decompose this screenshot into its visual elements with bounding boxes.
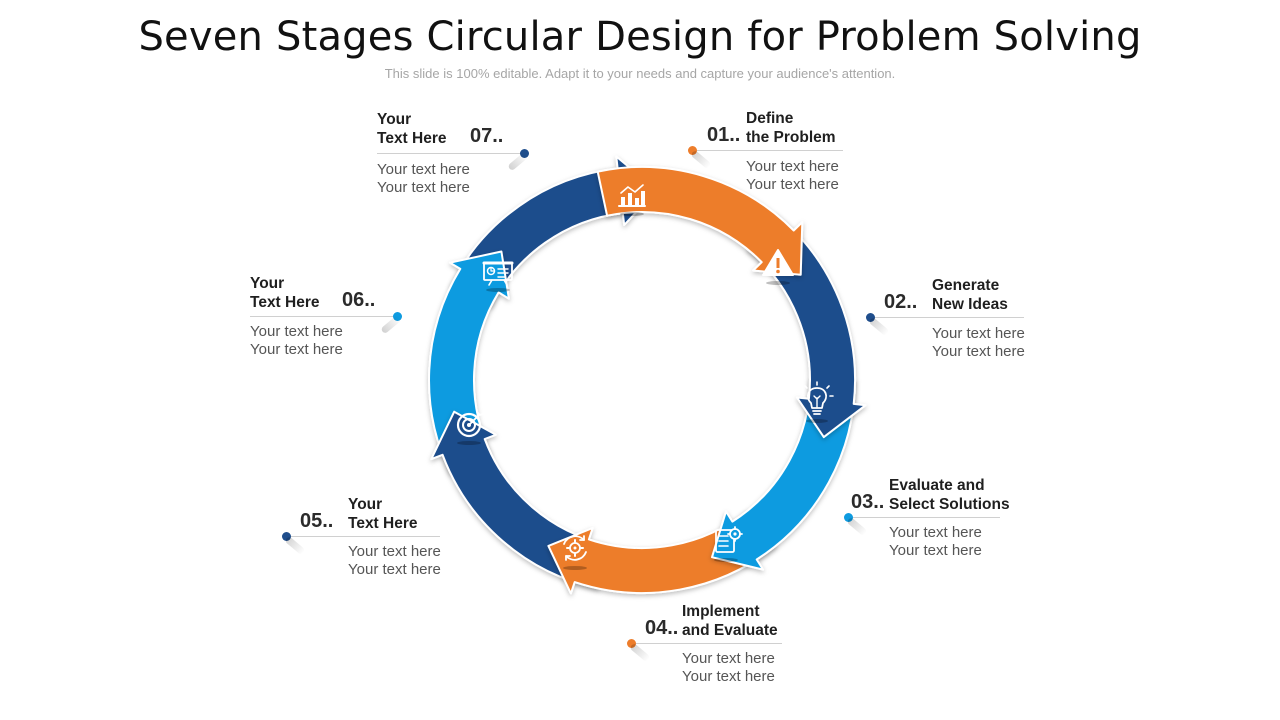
presentation-board-icon	[482, 261, 514, 292]
stage-04-divider	[634, 643, 782, 644]
stage-05-text-line-1: Your text here	[348, 543, 441, 560]
stage-06-arrow-segment	[428, 250, 510, 475]
stage-03-label: Evaluate and Select Solutions Your text …	[889, 476, 1059, 566]
page-title: Seven Stages Circular Design for Problem…	[138, 14, 1142, 60]
checklist-gear-icon	[714, 526, 743, 562]
stage-04-text-line-1: Your text here	[682, 650, 775, 667]
stage-01-label: Define the Problem Your text here Your t…	[746, 109, 916, 199]
stage-06-number: 06..	[342, 289, 376, 311]
stage-02-divider	[874, 317, 1024, 318]
stage-05-label: Your Text Here Your text here Your text …	[348, 495, 518, 585]
target-icon	[456, 411, 484, 445]
stage-06-title-line-2: Text Here	[250, 294, 320, 311]
stage-01-title-line-2: the Problem	[746, 129, 836, 146]
stage-06-text-line-1: Your text here	[250, 323, 343, 340]
stage-04-title-line-2: and Evaluate	[682, 622, 778, 639]
stage-02-dot	[866, 313, 875, 322]
stage-06-label: Your Text Here 06.. Your text here Your …	[250, 274, 420, 364]
stage-02-title-line-1: Generate	[932, 277, 1000, 294]
stage-03-title-line-2: Select Solutions	[889, 496, 1010, 513]
stage-07-label: Your Text Here 07.. Your text here Your …	[377, 110, 547, 200]
stage-01-title-line-1: Define	[746, 110, 794, 127]
stage-05-dot	[282, 532, 291, 541]
stage-02-number: 02..	[884, 291, 918, 313]
stage-07-text-line-2: Your text here	[377, 179, 470, 196]
stage-06-divider	[250, 316, 394, 317]
page-subtitle: This slide is 100% editable. Adapt it to…	[384, 66, 896, 81]
stage-02-label: Generate New Ideas Your text here Your t…	[932, 276, 1102, 366]
stage-05-text-line-2: Your text here	[348, 561, 441, 578]
stage-03-divider	[850, 517, 1000, 518]
stage-05-number: 05..	[300, 510, 334, 532]
stage-03-title-line-1: Evaluate and	[889, 477, 985, 494]
stage-03-number: 03..	[851, 491, 885, 513]
stage-07-dot	[520, 149, 529, 158]
stage-01-divider	[697, 150, 843, 151]
stage-02-text-line-1: Your text here	[932, 325, 1025, 342]
stage-01-text-line-2: Your text here	[746, 176, 839, 193]
stage-01-text-line-1: Your text here	[746, 158, 839, 175]
stage-03-text-line-2: Your text here	[889, 542, 982, 559]
stage-05-title-line-1: Your	[348, 496, 383, 513]
stage-07-title-line-2: Text Here	[377, 130, 447, 147]
stage-04-text-line-2: Your text here	[682, 668, 775, 685]
stage-04-number: 04..	[645, 617, 679, 639]
warning-icon	[762, 249, 794, 285]
stage-07-divider	[377, 153, 521, 154]
stage-02-title-line-2: New Ideas	[932, 296, 1008, 313]
stage-06-text-line-2: Your text here	[250, 341, 343, 358]
stage-07-title-line-1: Your	[377, 111, 412, 128]
stage-01-dot	[688, 146, 697, 155]
stage-03-dot	[844, 513, 853, 522]
stage-04-dot	[627, 639, 636, 648]
stage-06-dot	[393, 312, 402, 321]
stage-02-text-line-2: Your text here	[932, 343, 1025, 360]
gear-refresh-icon	[563, 535, 587, 570]
stage-01-number: 01..	[707, 124, 741, 146]
stage-07-number: 07..	[470, 125, 504, 147]
stage-04-label: Implement and Evaluate Your text here Yo…	[682, 602, 852, 692]
stage-04-title-line-1: Implement	[682, 603, 760, 620]
bar-chart-icon	[618, 184, 646, 216]
lightbulb-icon	[800, 381, 834, 423]
stage-07-text-line-1: Your text here	[377, 161, 470, 178]
stage-01-arrow-segment	[596, 166, 804, 276]
stage-05-title-line-2: Text Here	[348, 515, 418, 532]
stage-03-text-line-1: Your text here	[889, 524, 982, 541]
stage-06-title-line-1: Your	[250, 275, 285, 292]
stage-05-divider	[290, 536, 440, 537]
